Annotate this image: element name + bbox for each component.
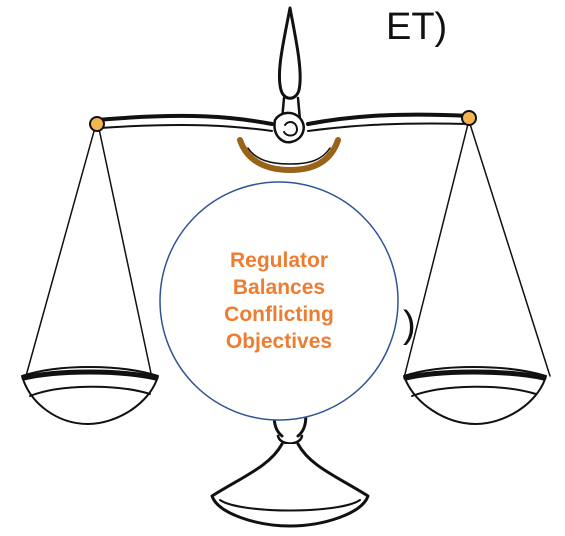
- left-pivot-cap: [89, 116, 105, 132]
- left-pan: [21, 366, 159, 425]
- scale-beam: [95, 112, 472, 126]
- scale-finial: [277, 6, 302, 100]
- left-chain-inner: [97, 123, 153, 379]
- scale-knot: [273, 111, 305, 144]
- cropped-text-fragment-top: ET): [386, 6, 448, 48]
- scale-base: [210, 442, 370, 528]
- cropped-text-fragment-middle: ): [403, 304, 416, 346]
- left-chain-outer: [25, 123, 97, 377]
- right-pivot-cap: [461, 110, 477, 126]
- center-circle: [159, 181, 399, 421]
- right-chain-outer: [469, 123, 551, 377]
- scale-bracket: [237, 137, 341, 173]
- right-chain-inner: [403, 123, 469, 379]
- right-pan: [403, 366, 547, 425]
